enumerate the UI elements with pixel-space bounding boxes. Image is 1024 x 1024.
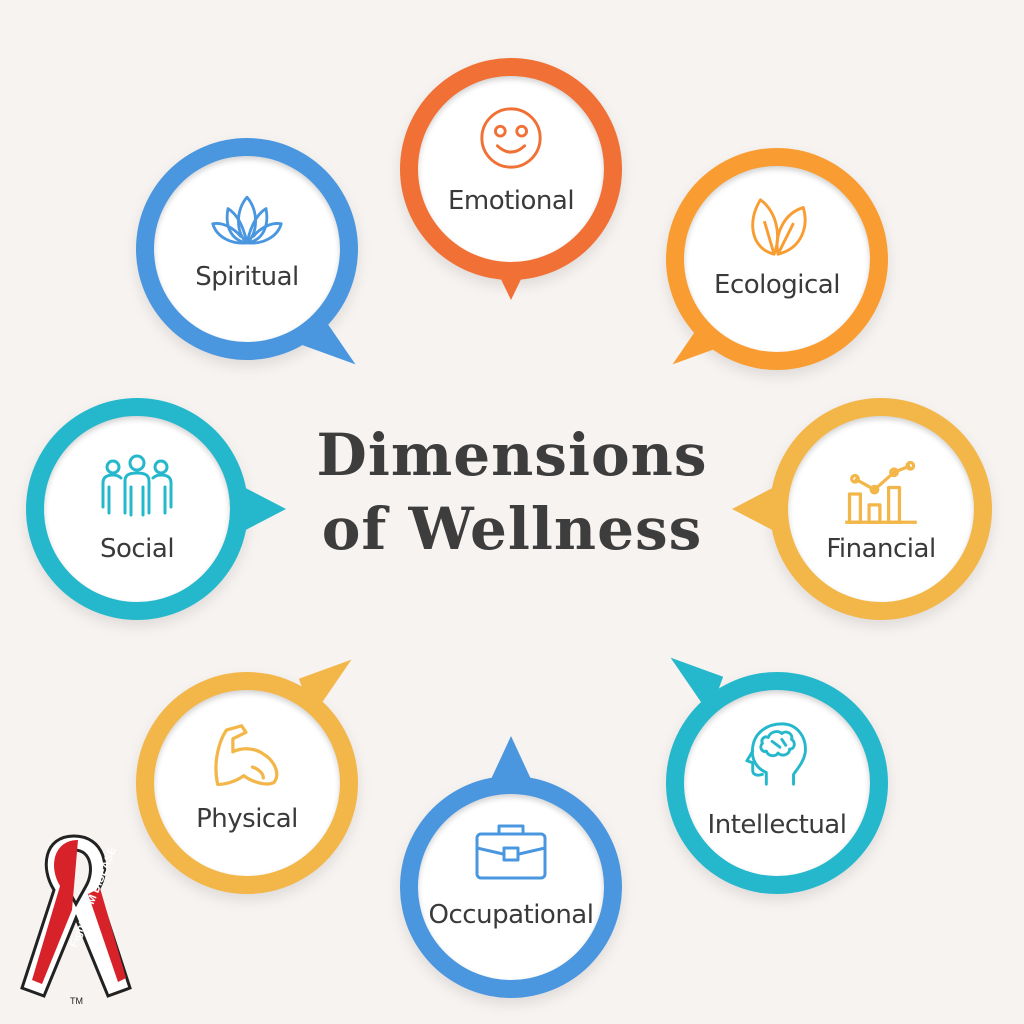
bubble-intellectual: Intellectual xyxy=(656,657,888,894)
people-group-icon xyxy=(99,452,175,520)
title-line-1: Dimensions xyxy=(316,421,708,489)
bubble-physical: Physical xyxy=(136,659,366,894)
bubble-tail xyxy=(656,657,724,715)
bubble-label: Emotional xyxy=(447,186,575,216)
lotus-icon xyxy=(209,186,285,254)
bubble-spiritual: Spiritual xyxy=(136,138,370,365)
bubble-tail xyxy=(298,659,366,717)
bubble-tail xyxy=(302,307,370,365)
bubble-tail xyxy=(234,482,286,536)
bubble-tail xyxy=(486,736,536,790)
bubble-financial: Financial xyxy=(732,398,992,620)
diagram-title: Dimensions of Wellness xyxy=(262,418,762,566)
bubble-tail xyxy=(732,482,784,536)
bubble-inner: Financial xyxy=(788,416,974,602)
awareness-ribbon-icon: Fight GUM DISEASE TM xyxy=(14,828,144,1008)
bubble-ecological: Ecological xyxy=(658,148,888,370)
bubble-inner: Physical xyxy=(154,690,340,876)
brain-head-icon xyxy=(739,720,815,788)
bubble-inner: Emotional xyxy=(418,76,604,262)
briefcase-icon xyxy=(473,818,549,886)
bubble-emotional: Emotional xyxy=(400,58,622,300)
bubble-inner: Spiritual xyxy=(154,156,340,342)
smiley-icon xyxy=(473,104,549,172)
leaves-icon xyxy=(739,192,815,260)
bubble-label: Intellectual xyxy=(707,810,847,840)
bubble-occupational: Occupational xyxy=(400,736,622,998)
bubble-inner: Ecological xyxy=(684,166,870,352)
bubble-label: Physical xyxy=(196,804,298,834)
bubble-label: Spiritual xyxy=(195,262,299,292)
bubble-social: Social xyxy=(26,398,286,620)
bubble-inner: Occupational xyxy=(418,794,604,980)
title-line-2: of Wellness xyxy=(321,495,703,563)
bubble-label: Occupational xyxy=(428,900,594,930)
muscle-arm-icon xyxy=(209,720,285,788)
bubble-label: Social xyxy=(99,534,175,564)
bubble-label: Ecological xyxy=(714,270,840,300)
bar-chart-icon xyxy=(843,460,919,528)
bubble-inner: Intellectual xyxy=(684,690,870,876)
bubble-inner: Social xyxy=(44,416,230,602)
bubble-label: Financial xyxy=(826,534,936,564)
logo-tm: TM xyxy=(70,996,83,1006)
